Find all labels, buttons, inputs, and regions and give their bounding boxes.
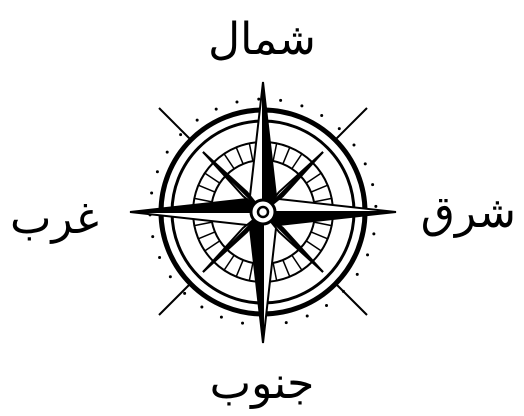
hub-inner [258, 207, 268, 217]
